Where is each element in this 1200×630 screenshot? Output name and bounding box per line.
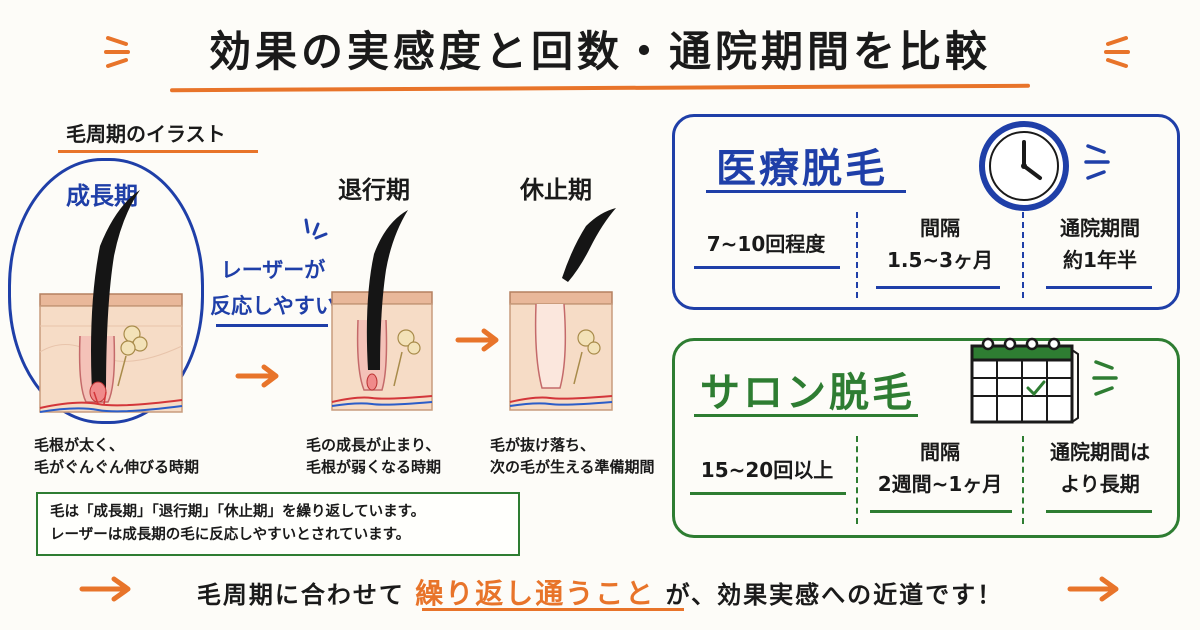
note-line: レーザーは成長期の毛に反応しやすいとされています。: [50, 527, 411, 543]
medical-period-underline: [1046, 286, 1152, 289]
medical-interval-underline: [876, 286, 1000, 289]
hair-illustration-growth: [39, 190, 183, 413]
calendar-icon: [970, 337, 1079, 424]
stage-desc-catagen: 毛の成長が止まり、 毛根が弱くなる時期: [306, 434, 441, 478]
stage-desc-line: 毛が抜け落ち、: [490, 436, 596, 454]
stage-desc-line: 毛がぐんぐん伸びる時期: [34, 458, 200, 476]
salon-count: 15~20回以上: [700, 458, 834, 482]
hair-cycle-heading-underline: [58, 150, 258, 153]
footer-message: 毛周期に合わせて 繰り返し通うこと が、効果実感への近道です！: [150, 572, 1050, 612]
footer-highlight: 繰り返し通うこと: [415, 577, 656, 610]
footer-text-pre: 毛周期に合わせて: [196, 581, 405, 609]
checkmark-icon: [1026, 380, 1046, 397]
salon-count-underline: [690, 492, 846, 495]
divider: [1022, 212, 1024, 298]
stage-desc-telogen: 毛が抜け落ち、 次の毛が生える準備期間: [490, 434, 655, 478]
divider: [856, 212, 858, 298]
divider: [856, 436, 858, 524]
salon-interval-label: 間隔: [920, 440, 960, 464]
footer-highlight-underline: [422, 608, 684, 611]
spark-icon: [304, 218, 328, 240]
salon-panel: [672, 338, 1180, 538]
spark-icon: [1092, 360, 1118, 396]
salon-period-value: より長期: [1060, 472, 1140, 496]
hair-illustration-telogen: [509, 208, 616, 411]
medical-period-label: 通院期間: [1060, 216, 1140, 240]
note-line: 毛は「成長期」「退行期」「休止期」を繰り返しています。: [50, 504, 426, 520]
medical-interval-value: 1.5~3ヶ月: [886, 248, 994, 272]
salon-title: サロン脱毛: [700, 370, 915, 416]
arrow-right-icon: [235, 364, 279, 388]
footer-text-post: が、効果実感への近道です！: [665, 581, 1004, 609]
medical-count: 7~10回程度: [706, 232, 826, 256]
medical-title: 医療脱毛: [716, 146, 888, 192]
spark-icon: [104, 36, 130, 68]
salon-period-label: 通院期間は: [1050, 440, 1150, 464]
stage-label-catagen: 退行期: [338, 176, 410, 204]
stage-desc-line: 毛の成長が止まり、: [306, 436, 441, 454]
salon-interval: 間隔 2週間~1ヶ月: [860, 436, 1020, 500]
clock-icon: [979, 121, 1069, 211]
laser-label-line2: 反応しやすい: [210, 294, 336, 318]
stage-desc-growth: 毛根が太く、 毛がぐんぐん伸びる時期: [34, 434, 199, 478]
stage-desc-line: 毛根が弱くなる時期: [306, 458, 442, 476]
arrow-right-icon: [1067, 576, 1119, 602]
hair-cycle-heading: 毛周期のイラスト: [66, 122, 226, 146]
hair-illustration-catagen: [331, 210, 433, 411]
laser-label-line1: レーザーが: [220, 258, 326, 282]
stage-label-telogen: 休止期: [520, 176, 592, 204]
medical-period-value: 約1年半: [1063, 248, 1137, 272]
medical-interval-label: 間隔: [920, 216, 960, 240]
medical-panel: [672, 114, 1180, 310]
salon-interval-underline: [870, 510, 1012, 513]
spark-icon: [1104, 36, 1130, 68]
laser-label-underline: [216, 324, 328, 327]
page-title: 効果の実感度と回数・通院期間を比較: [208, 27, 991, 76]
salon-period-underline: [1046, 510, 1152, 513]
salon-title-underline: [694, 414, 918, 417]
salon-interval-value: 2週間~1ヶ月: [877, 472, 1003, 496]
stage-desc-line: 次の毛が生える準備期間: [490, 458, 655, 476]
hair-cycle-note: 毛は「成長期」「退行期」「休止期」を繰り返しています。 レーザーは成長期の毛に反…: [36, 492, 520, 556]
title-underline: [169, 83, 1031, 93]
arrow-right-icon: [455, 328, 499, 352]
divider: [1022, 436, 1024, 524]
arrow-right-icon: [79, 576, 131, 602]
medical-title-underline: [706, 190, 906, 193]
medical-period: 通院期間 約1年半: [1030, 212, 1170, 276]
medical-interval: 間隔 1.5~3ヶ月: [866, 212, 1014, 276]
stage-desc-line: 毛根が太く、: [34, 436, 125, 454]
growth-stage-highlight: [8, 158, 204, 424]
spark-icon: [1084, 144, 1110, 180]
salon-period: 通院期間は より長期: [1030, 436, 1170, 500]
laser-reaction-label: レーザーが 反応しやすい: [208, 252, 338, 324]
medical-count-underline: [694, 266, 840, 269]
